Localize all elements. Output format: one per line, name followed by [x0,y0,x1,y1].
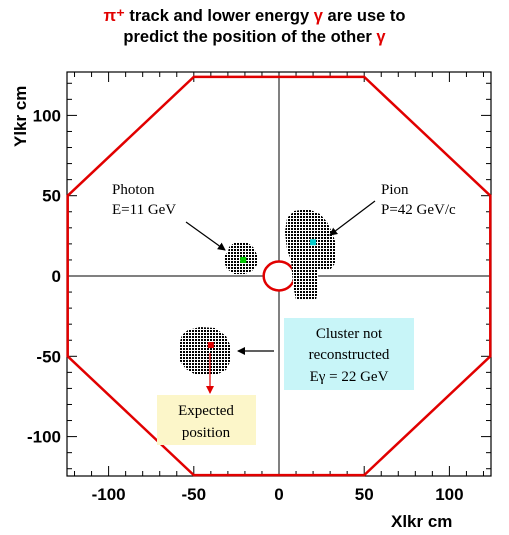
cluster-note-line3: Eγ = 22 GeV [310,369,389,385]
gamma-symbol: γ [313,7,323,25]
title-line2-text: predict the position of the other [123,28,377,46]
pion-arrow [329,200,376,236]
detector-octagon [66,75,492,477]
y-tick-label: 0 [52,267,61,286]
y-axis-label: Ylkr cm [11,86,30,147]
photon-energy: E=11 GeV [112,202,176,218]
x-tick-label: 50 [355,485,374,504]
pion-center-marker [310,239,317,246]
cluster-note-box [284,318,414,390]
cluster-note-line2: reconstructed [309,347,390,363]
title-line1-end: are use to [322,7,406,25]
clusters-group [179,209,336,375]
markers-group [207,239,317,349]
missing-cluster [179,327,231,375]
expected-center-marker [207,342,214,349]
y-tick-label: -50 [36,347,61,366]
y-tick-label: 100 [33,106,61,125]
pion-label: Pion [381,182,409,198]
chart-title: π⁺ track and lower energy γ are use to p… [0,6,509,48]
x-tick-label: 0 [274,485,283,504]
tick-labels: -100 -50 0 50 100 -100 -50 0 50 100 [27,106,464,504]
x-tick-label: -50 [182,485,207,504]
title-line1-text: track and lower energy [124,7,314,25]
y-tick-label: 50 [42,187,61,206]
photon-label: Photon [112,182,155,198]
x-tick-label: 100 [435,485,463,504]
photon-center-marker [240,256,247,263]
x-axis-label: Xlkr cm [391,512,452,531]
x-tick-label: -100 [92,485,126,504]
pion-cluster [285,209,336,300]
photon-arrow [185,221,226,251]
expected-note-box [157,395,256,445]
gamma-symbol-2: γ [376,28,386,46]
pion-momentum: P=42 GeV/c [381,202,456,218]
expected-note-line2: position [182,425,231,441]
beam-hole [262,260,296,292]
pi-plus-symbol: π⁺ [103,7,125,25]
cluster-note-line1: Cluster not [316,326,383,342]
y-tick-label: -100 [27,428,61,447]
expected-note-line1: Expected [178,403,234,419]
